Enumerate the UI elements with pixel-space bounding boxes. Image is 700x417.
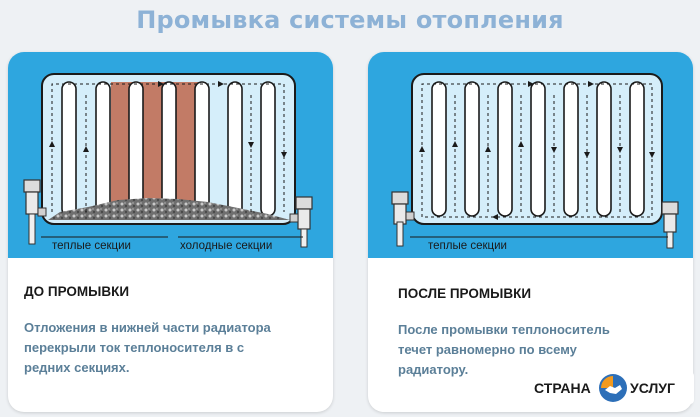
valve-icon <box>391 191 415 247</box>
sediment <box>48 198 290 220</box>
before-heading: ДО ПРОМЫВКИ <box>24 284 130 299</box>
valve-icon <box>23 179 47 245</box>
label-warm-sections: теплые секции <box>428 240 507 252</box>
after-description: После промывки теплоноситель течет равно… <box>398 322 610 377</box>
after-heading: ПОСЛЕ ПРОМЫВКИ <box>398 286 532 301</box>
watermark-left-text: СТРАНА <box>534 380 591 396</box>
valve-icon <box>289 196 313 248</box>
cold-sections <box>111 82 206 218</box>
before-card: теплые секции холодные секции ДО ПРОМЫВК… <box>8 52 333 412</box>
before-description: Отложения в нижней части радиатора перек… <box>24 320 271 375</box>
radiator-icon <box>41 73 296 225</box>
after-radiator-diagram: теплые секции <box>391 73 679 252</box>
radiator-icon <box>411 73 663 225</box>
watermark-right-text: УСЛУГ <box>630 380 675 396</box>
label-cold-sections: холодные секции <box>180 240 272 252</box>
after-card: теплые секции ПОСЛЕ ПРОМЫВКИ После промы… <box>368 52 693 412</box>
valve-icon <box>661 201 679 249</box>
before-radiator-diagram: теплые секции холодные секции <box>23 73 313 252</box>
handshake-icon <box>599 374 627 402</box>
watermark-logo: СТРАНА УСЛУГ <box>532 372 694 404</box>
label-warm-sections: теплые секции <box>52 240 131 252</box>
page-title: Промывка системы отопления <box>136 6 564 34</box>
